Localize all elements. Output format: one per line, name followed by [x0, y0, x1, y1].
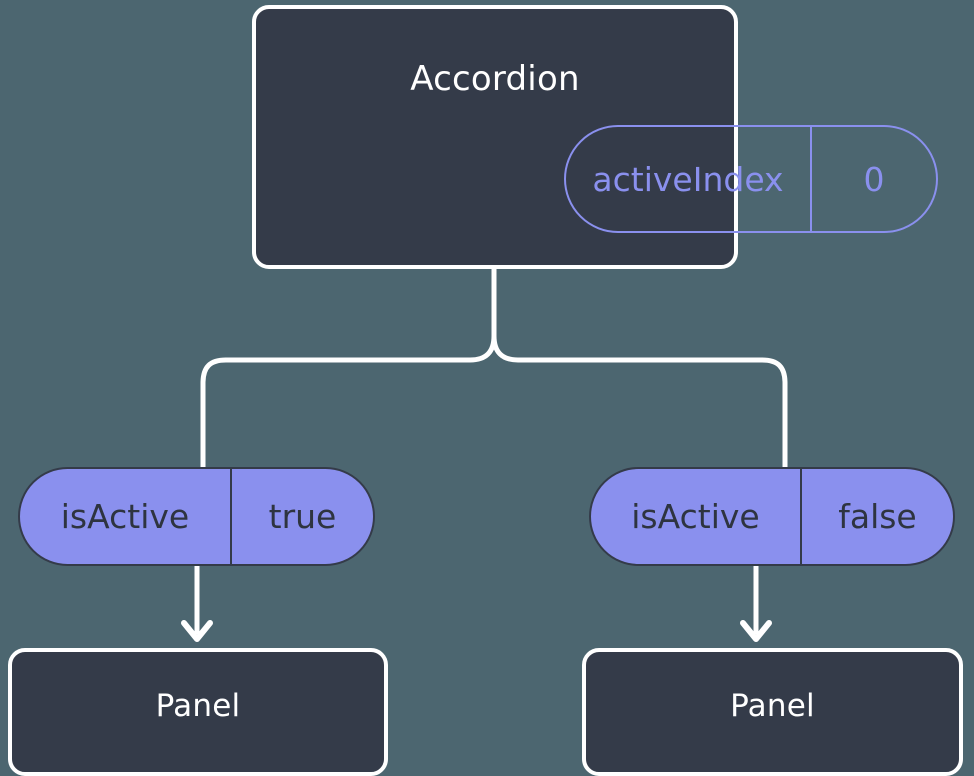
prop-pill-left-value: true [268, 497, 337, 536]
accordion-state-value: 0 [863, 159, 885, 199]
arrow-head-left-icon [181, 620, 213, 642]
prop-pill-right-key: isActive [591, 469, 802, 564]
arrow-head-right-icon [740, 620, 772, 642]
connector-arm-left [200, 357, 229, 473]
prop-pill-right[interactable]: isActive false [589, 467, 955, 566]
panel-component-node-left[interactable]: Panel [8, 648, 388, 776]
panel-title-right: Panel [730, 688, 815, 724]
accordion-component-node[interactable]: Accordion activeIndex 0 [252, 5, 938, 269]
accordion-state-pill[interactable]: activeIndex 0 [564, 125, 938, 233]
panel-title-left: Panel [155, 688, 241, 724]
accordion-title: Accordion [410, 59, 580, 99]
connector-arm-right [759, 357, 788, 473]
connector-fork-right [491, 333, 765, 363]
prop-pill-right-value: false [838, 497, 917, 536]
prop-pill-left-key: isActive [20, 469, 232, 564]
accordion-state-key: activeIndex [566, 127, 812, 231]
connector-fork-left [223, 333, 497, 363]
panel-component-node-right[interactable]: Panel [582, 648, 963, 776]
prop-pill-left[interactable]: isActive true [18, 467, 375, 566]
